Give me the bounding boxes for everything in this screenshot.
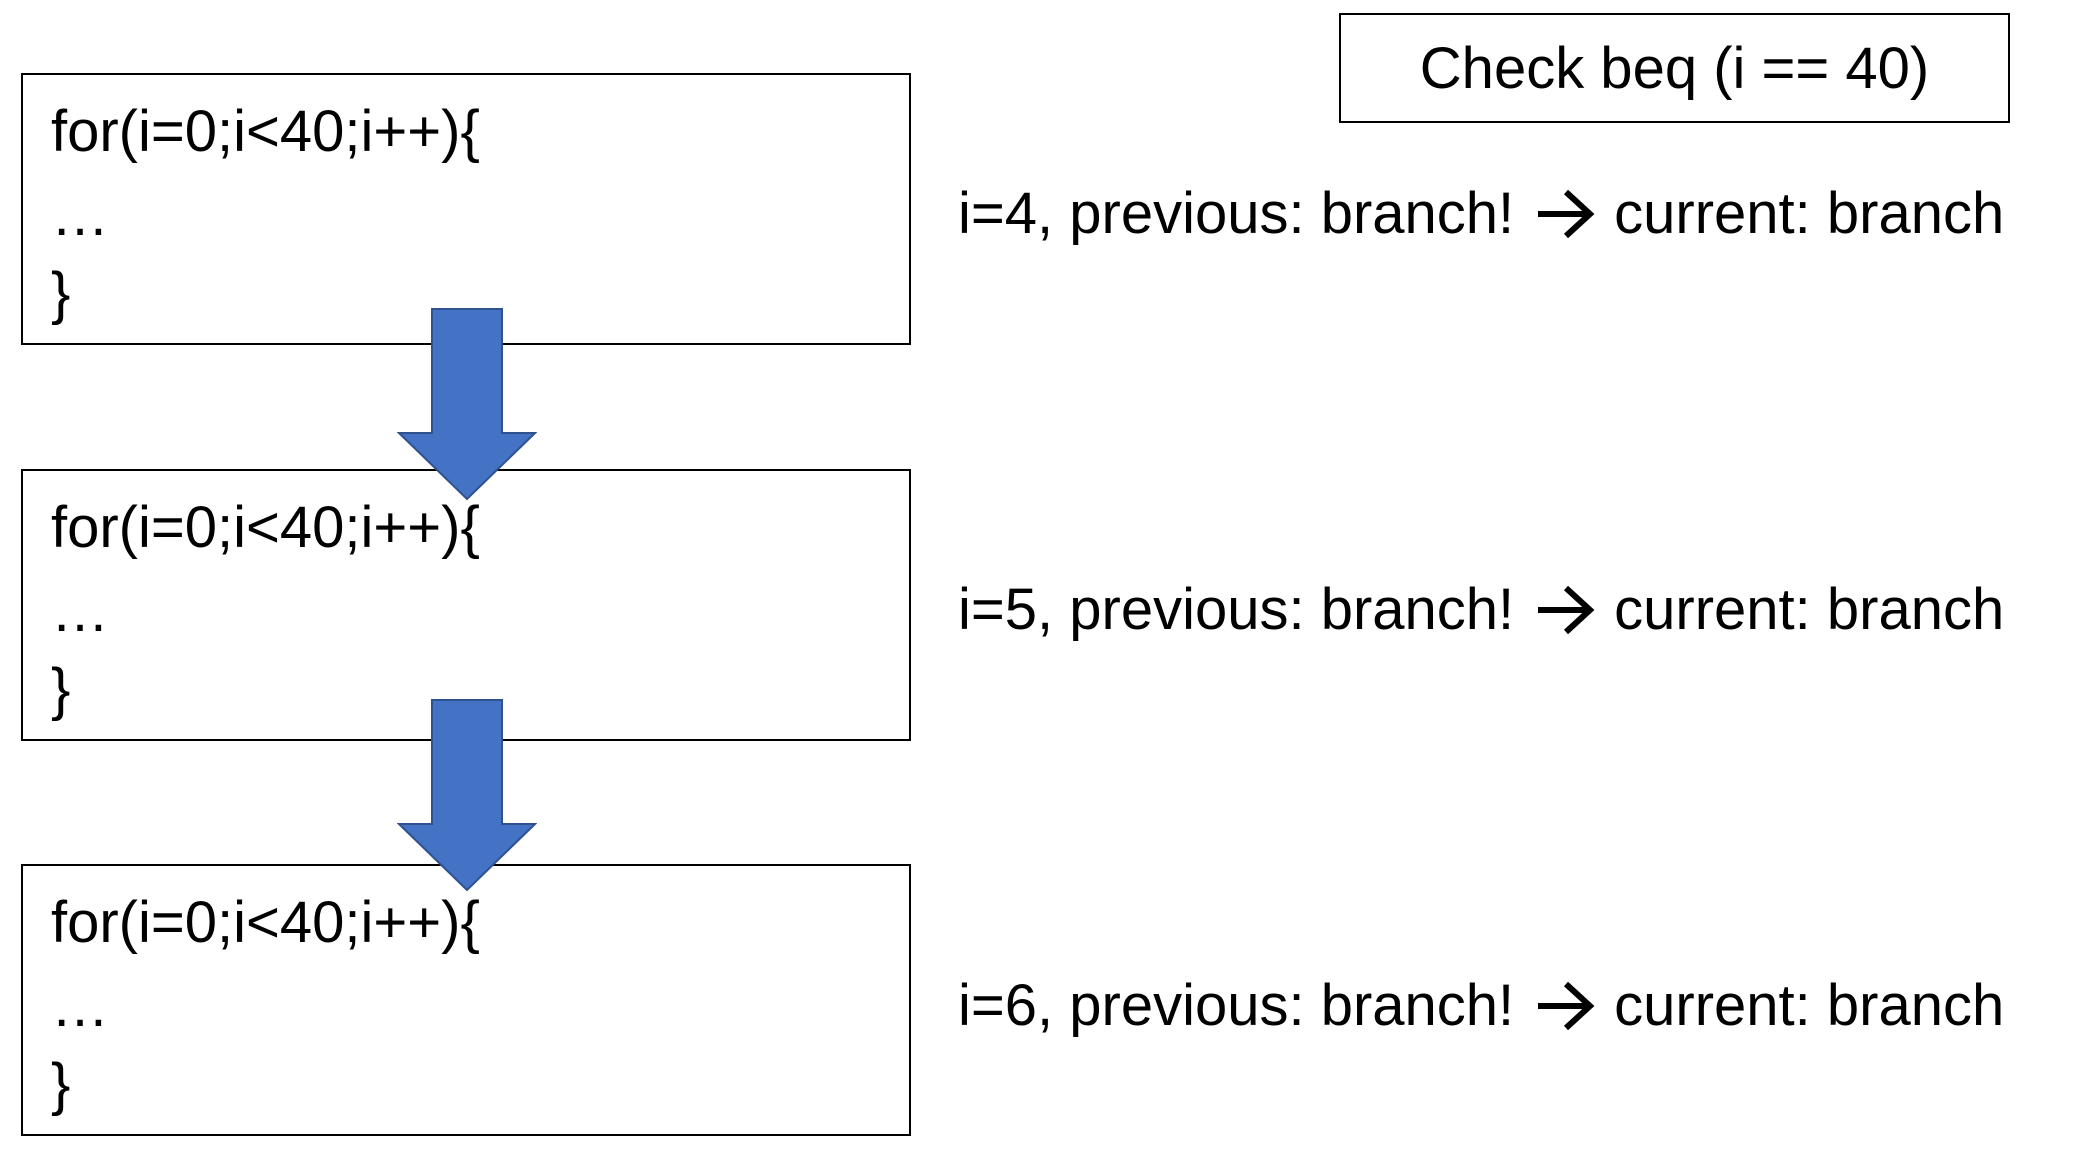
annotation-current-text: current: branch bbox=[1614, 577, 2005, 642]
iteration-annotation: i=5, previous: branch! current: branch bbox=[958, 581, 2004, 639]
check-beq-label: Check beq (i == 40) bbox=[1339, 13, 2010, 123]
annotation-current-text: current: branch bbox=[1614, 181, 2005, 246]
code-line-ellipsis: … bbox=[51, 974, 109, 1039]
code-box: for(i=0;i<40;i++){ … } bbox=[21, 864, 911, 1136]
annotation-previous-text: i=4, previous: branch! bbox=[958, 181, 1515, 246]
annotation-current-text: current: branch bbox=[1614, 973, 2005, 1038]
right-arrow-icon bbox=[1538, 189, 1595, 239]
code-line-ellipsis: … bbox=[51, 579, 109, 644]
annotation-previous-text: i=6, previous: branch! bbox=[958, 973, 1515, 1038]
code-line-close-brace: } bbox=[51, 657, 71, 722]
code-line-for: for(i=0;i<40;i++){ bbox=[51, 495, 480, 560]
annotation-previous-text: i=5, previous: branch! bbox=[958, 577, 1515, 642]
code-box: for(i=0;i<40;i++){ … } bbox=[21, 73, 911, 345]
code-line-for: for(i=0;i<40;i++){ bbox=[51, 99, 480, 164]
code-line-close-brace: } bbox=[51, 261, 71, 326]
code-line-ellipsis: … bbox=[51, 183, 109, 248]
code-line-close-brace: } bbox=[51, 1052, 71, 1117]
iteration-annotation: i=6, previous: branch! current: branch bbox=[958, 977, 2004, 1035]
code-line-for: for(i=0;i<40;i++){ bbox=[51, 890, 480, 955]
right-arrow-icon bbox=[1538, 981, 1595, 1031]
down-arrow-icon bbox=[397, 308, 537, 501]
iteration-annotation: i=4, previous: branch! current: branch bbox=[958, 185, 2004, 243]
right-arrow-icon bbox=[1538, 585, 1595, 635]
code-box: for(i=0;i<40;i++){ … } bbox=[21, 469, 911, 741]
down-arrow-icon bbox=[397, 699, 537, 892]
